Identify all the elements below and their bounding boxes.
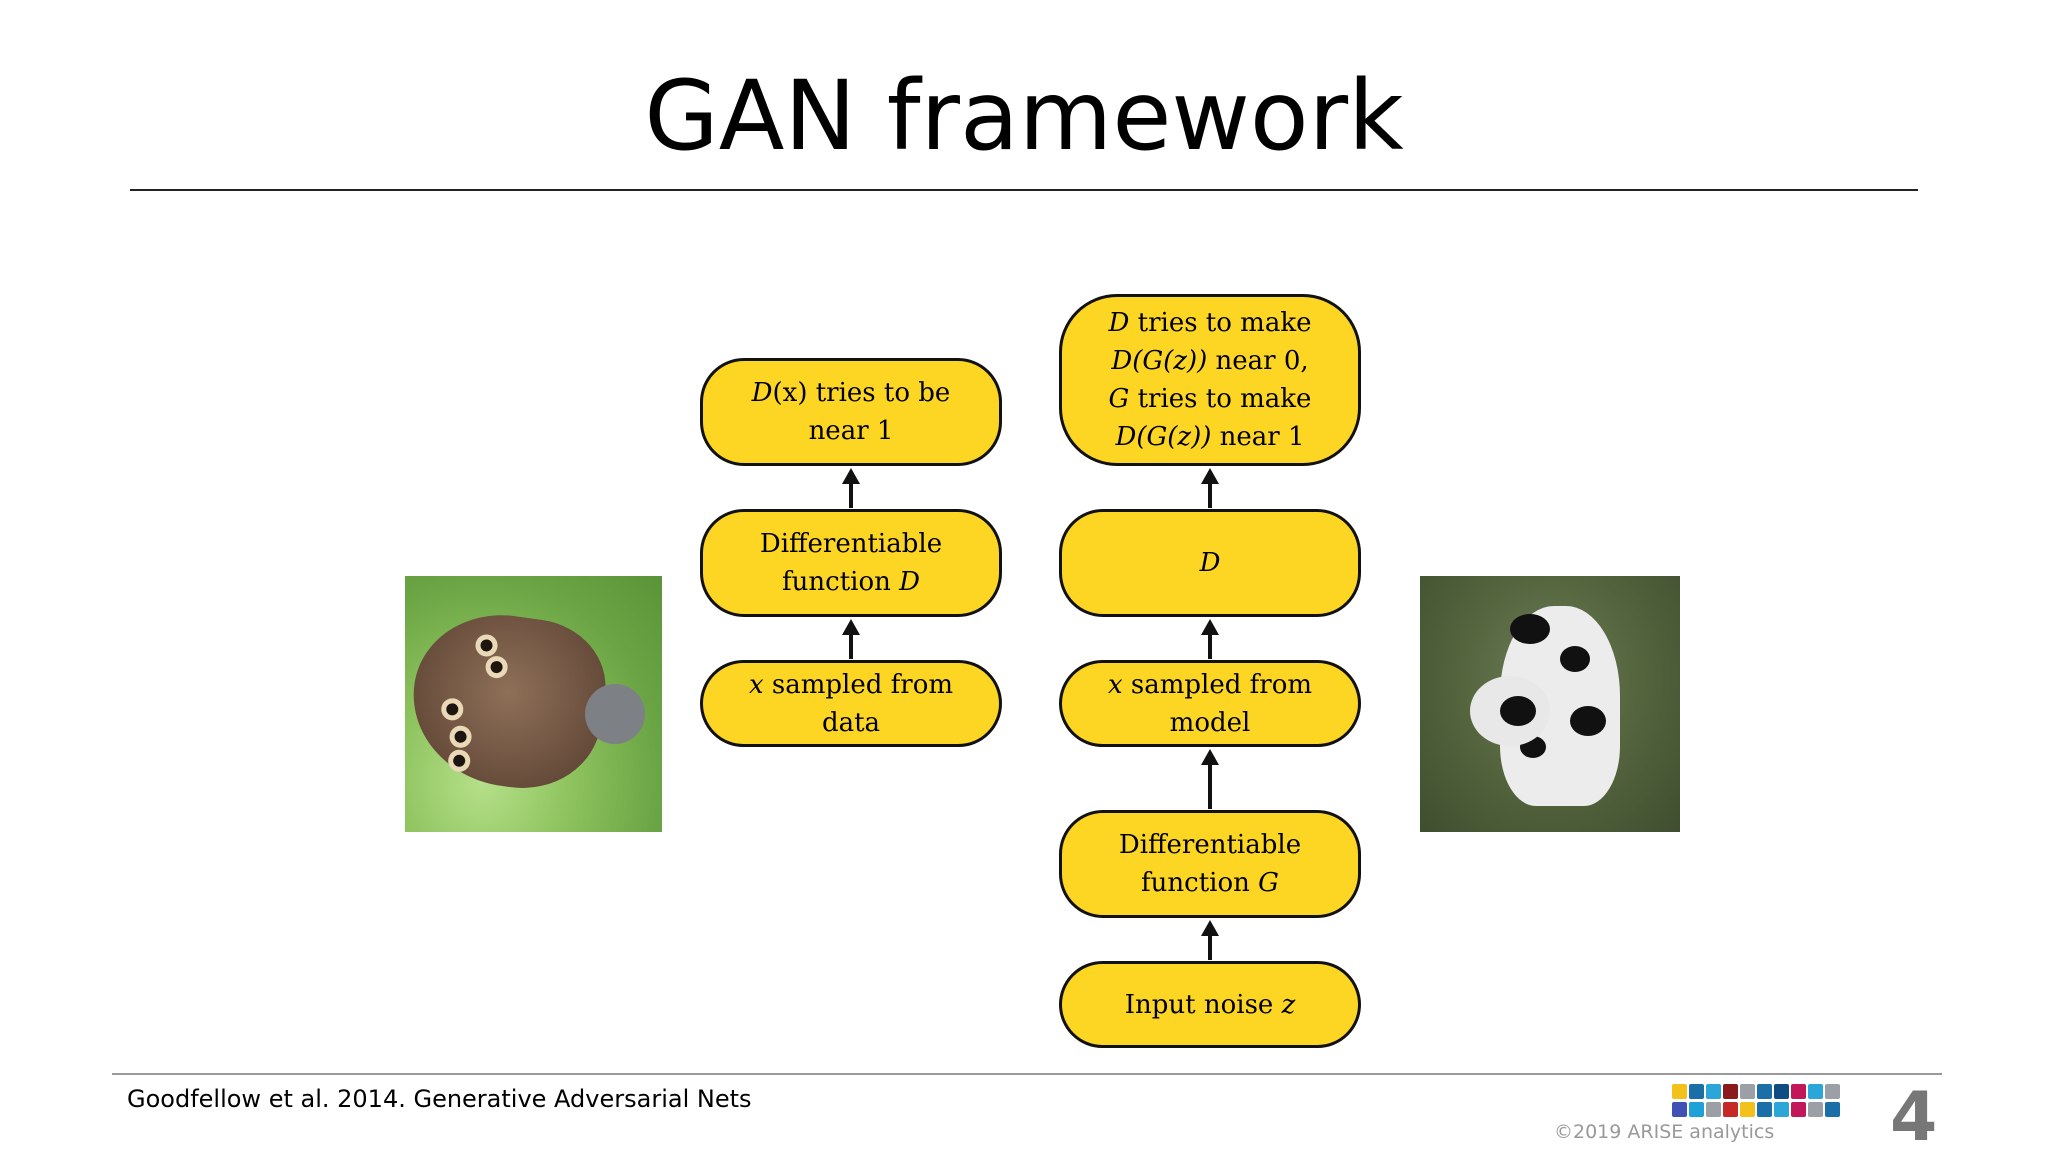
arrow-left-1 bbox=[842, 468, 860, 508]
logo-square bbox=[1723, 1102, 1738, 1117]
node-x-from-data-line1: x sampled from bbox=[748, 669, 954, 700]
node-input-noise-label: Input noise z bbox=[1124, 989, 1296, 1020]
logo-square bbox=[1808, 1084, 1823, 1099]
eyespot bbox=[474, 633, 499, 658]
node-d-real-target-line2: near 1 bbox=[808, 416, 894, 446]
logo-square bbox=[1689, 1084, 1704, 1099]
node-x-from-model-line1: x sampled from bbox=[1107, 669, 1313, 700]
citation: Goodfellow et al. 2014. Generative Adver… bbox=[127, 1085, 752, 1113]
node-discriminator-function-left-line1: Differentiable bbox=[759, 529, 943, 559]
page-number: 4 bbox=[1890, 1078, 1938, 1157]
logo-square bbox=[1791, 1084, 1806, 1099]
eyespot bbox=[484, 654, 510, 680]
node-discriminator-right-label: D bbox=[1199, 548, 1221, 578]
node-adversarial-objective-line4: D(G(z)) near 1 bbox=[1115, 422, 1305, 452]
logo-square bbox=[1689, 1102, 1704, 1117]
generated-sample-image bbox=[1420, 576, 1680, 832]
butterfly-body bbox=[585, 684, 645, 744]
node-generator-function: Differentiable function G bbox=[1059, 810, 1361, 918]
node-adversarial-objective-line1: D tries to make bbox=[1108, 308, 1312, 338]
logo-square bbox=[1825, 1102, 1840, 1117]
node-adversarial-objective-line2: D(G(z)) near 0, bbox=[1111, 346, 1309, 376]
arrow-right-4 bbox=[1201, 920, 1219, 960]
node-x-from-model-line2: model bbox=[1169, 707, 1251, 738]
eyespot bbox=[448, 724, 473, 750]
node-adversarial-objective: D tries to make D(G(z)) near 0, G tries … bbox=[1059, 294, 1361, 466]
logo-square bbox=[1825, 1084, 1840, 1099]
slide-title: GAN framework bbox=[644, 60, 1404, 172]
node-d-real-target-line1: D(x) tries to be bbox=[751, 378, 951, 408]
logo-square bbox=[1672, 1084, 1687, 1099]
node-d-real-target: D(x) tries to be near 1 bbox=[700, 358, 1002, 466]
node-generator-function-line1: Differentiable bbox=[1118, 830, 1302, 860]
arrow-right-2 bbox=[1201, 619, 1219, 659]
logo-square bbox=[1757, 1084, 1772, 1099]
logo-square bbox=[1740, 1084, 1755, 1099]
node-discriminator-function-left: Differentiable function D bbox=[700, 509, 1002, 617]
logo-square bbox=[1774, 1102, 1789, 1117]
node-x-from-data-line2: data bbox=[821, 707, 881, 738]
fur-spot bbox=[1560, 646, 1590, 672]
arrow-right-1 bbox=[1201, 468, 1219, 508]
node-x-from-model: x sampled from model bbox=[1059, 660, 1361, 747]
node-generator-function-line2: function G bbox=[1141, 868, 1279, 898]
logo-square bbox=[1672, 1102, 1687, 1117]
logo-square bbox=[1740, 1102, 1755, 1117]
fur-spot bbox=[1500, 696, 1536, 726]
real-data-sample-image bbox=[405, 576, 662, 832]
logo-square bbox=[1791, 1102, 1806, 1117]
node-discriminator-function-left-line2: function D bbox=[782, 567, 920, 597]
eyespot bbox=[439, 696, 465, 722]
logo-square bbox=[1706, 1102, 1721, 1117]
fur-spot bbox=[1570, 706, 1606, 736]
title-divider bbox=[130, 189, 1918, 191]
company-logo bbox=[1672, 1084, 1858, 1122]
copyright: ©2019 ARISE analytics bbox=[1554, 1121, 1775, 1143]
node-adversarial-objective-line3: G tries to make bbox=[1108, 384, 1312, 414]
eyespot bbox=[446, 748, 472, 774]
footer-divider bbox=[112, 1073, 1942, 1075]
node-input-noise: Input noise z bbox=[1059, 961, 1361, 1048]
logo-square bbox=[1774, 1084, 1789, 1099]
logo-square bbox=[1757, 1102, 1772, 1117]
node-x-from-data: x sampled from data bbox=[700, 660, 1002, 747]
arrow-left-2 bbox=[842, 619, 860, 659]
butterfly-wing bbox=[405, 603, 614, 799]
arrow-right-3 bbox=[1201, 749, 1219, 809]
fur-spot bbox=[1510, 614, 1550, 644]
node-discriminator-right: D bbox=[1059, 509, 1361, 617]
generated-animal-head bbox=[1470, 676, 1550, 746]
logo-square bbox=[1808, 1102, 1823, 1117]
logo-square bbox=[1723, 1084, 1738, 1099]
logo-square bbox=[1706, 1084, 1721, 1099]
